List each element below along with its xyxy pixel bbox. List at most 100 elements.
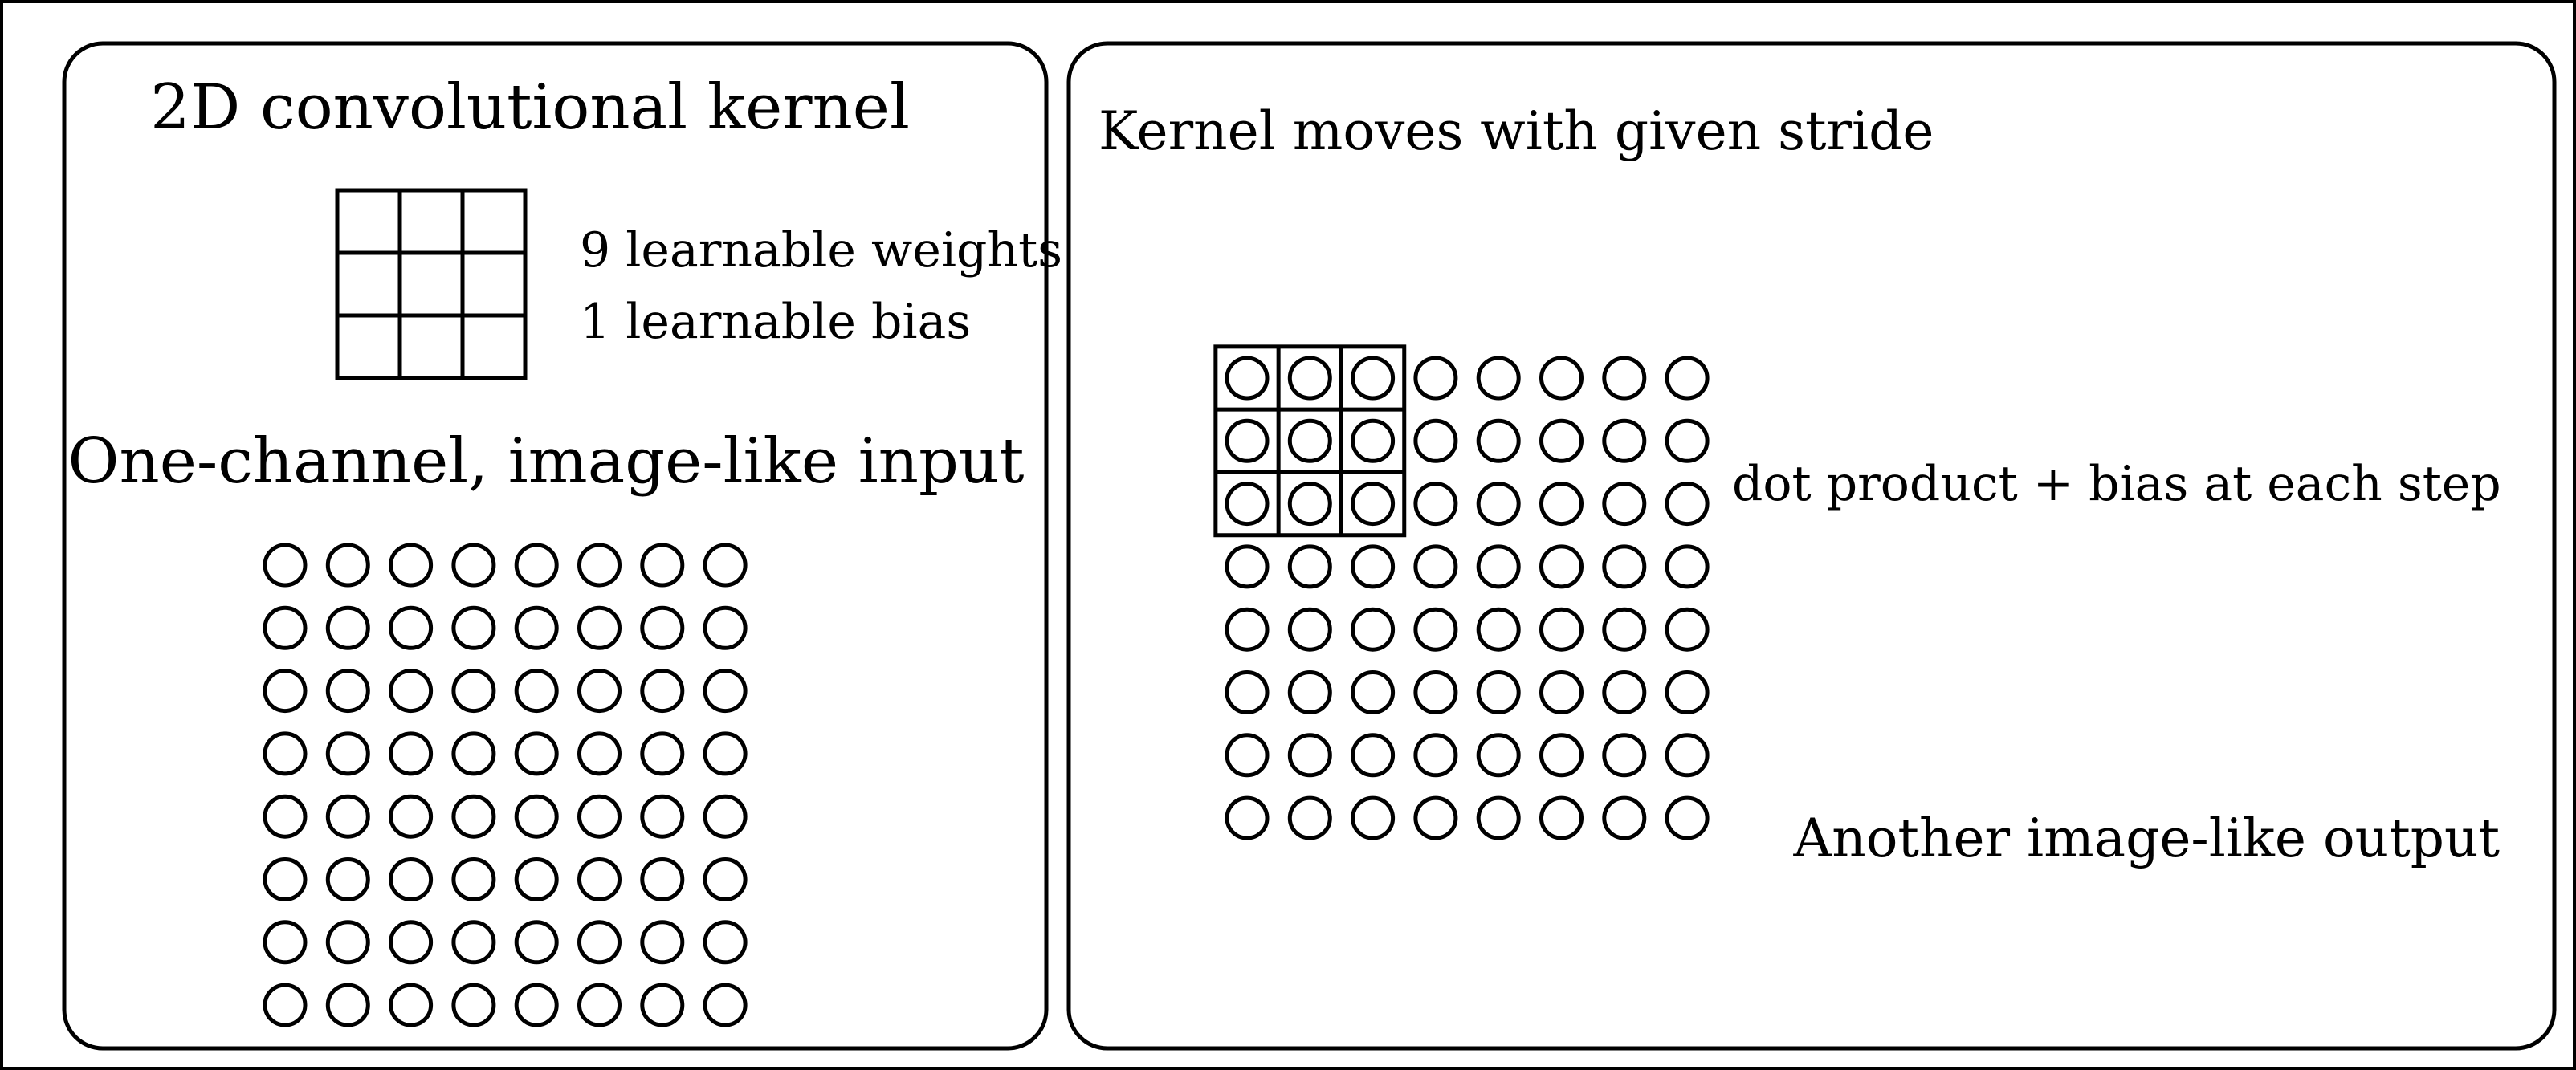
input-neuron bbox=[389, 920, 434, 965]
dot-product-label: dot product + bias at each step bbox=[1732, 456, 2501, 512]
input-neuron bbox=[1225, 670, 1270, 714]
input-neuron bbox=[325, 794, 370, 839]
input-neuron bbox=[451, 920, 496, 965]
right-panel bbox=[1066, 41, 2557, 1051]
input-neuron bbox=[389, 605, 434, 650]
input-neuron bbox=[640, 983, 685, 1027]
input-neuron bbox=[389, 794, 434, 839]
bias-label: 1 learnable bias bbox=[580, 294, 971, 350]
input-neuron bbox=[1602, 607, 1647, 652]
input-neuron bbox=[451, 794, 496, 839]
input-neuron bbox=[1539, 607, 1584, 652]
input-neuron bbox=[1351, 670, 1396, 714]
input-neuron bbox=[514, 605, 559, 650]
input-neuron bbox=[703, 669, 748, 714]
input-neuron bbox=[640, 543, 685, 588]
input-neuron bbox=[1476, 356, 1521, 401]
input-neuron bbox=[263, 857, 308, 901]
input-neuron bbox=[577, 669, 622, 714]
input-neuron bbox=[703, 983, 748, 1027]
input-neuron bbox=[1476, 733, 1521, 778]
input-neuron bbox=[1287, 795, 1332, 840]
input-neuron bbox=[451, 543, 496, 588]
input-neuron bbox=[703, 857, 748, 901]
input-neuron bbox=[1539, 795, 1584, 840]
input-neuron bbox=[1665, 482, 1710, 527]
input-neuron bbox=[263, 605, 308, 650]
input-neuron bbox=[1665, 795, 1710, 840]
stride-label: Kernel moves with given stride bbox=[1098, 100, 1934, 162]
input-neuron bbox=[1287, 670, 1332, 714]
strided-input-grid bbox=[1225, 356, 1710, 840]
input-neuron bbox=[1665, 356, 1710, 401]
input-neuron bbox=[325, 983, 370, 1027]
input-neuron bbox=[1413, 670, 1458, 714]
input-neuron bbox=[1287, 607, 1332, 652]
input-neuron bbox=[325, 857, 370, 901]
input-neuron bbox=[1602, 544, 1647, 589]
input-neuron bbox=[1225, 418, 1270, 463]
weights-label: 9 learnable weights bbox=[580, 222, 1062, 279]
input-neuron bbox=[1225, 607, 1270, 652]
input-neuron bbox=[451, 605, 496, 650]
input-neuron bbox=[640, 669, 685, 714]
input-neuron bbox=[1539, 482, 1584, 527]
input-neuron bbox=[703, 543, 748, 588]
kernel-overlay bbox=[1213, 344, 1407, 538]
input-neuron bbox=[514, 857, 559, 901]
input-neuron bbox=[1225, 482, 1270, 527]
kernel-title: 2D convolutional kernel bbox=[150, 71, 910, 144]
input-neuron bbox=[514, 920, 559, 965]
input-neuron bbox=[263, 920, 308, 965]
input-neuron bbox=[1539, 544, 1584, 589]
input-neuron bbox=[1287, 482, 1332, 527]
input-neuron bbox=[1539, 356, 1584, 401]
input-title: One-channel, image-like input bbox=[68, 425, 1025, 498]
input-neuron bbox=[325, 920, 370, 965]
left-panel bbox=[62, 41, 1049, 1051]
input-neuron bbox=[703, 920, 748, 965]
input-neuron bbox=[514, 669, 559, 714]
input-neuron bbox=[1413, 795, 1458, 840]
input-neuron bbox=[1351, 607, 1396, 652]
input-neuron bbox=[451, 731, 496, 776]
input-neuron bbox=[1225, 356, 1270, 401]
input-neuron bbox=[1476, 482, 1521, 527]
input-neuron bbox=[1539, 670, 1584, 714]
input-neuron bbox=[1225, 733, 1270, 778]
input-neuron bbox=[1665, 607, 1710, 652]
input-neuron bbox=[640, 605, 685, 650]
input-neuron bbox=[325, 669, 370, 714]
input-neuron bbox=[640, 920, 685, 965]
kernel-overlay-cell-border bbox=[1213, 344, 1407, 538]
input-neuron bbox=[263, 731, 308, 776]
input-neuron bbox=[1476, 544, 1521, 589]
input-neuron bbox=[703, 794, 748, 839]
input-neuron bbox=[325, 543, 370, 588]
input-neuron bbox=[1602, 733, 1647, 778]
input-neuron bbox=[1351, 418, 1396, 463]
input-neuron bbox=[514, 731, 559, 776]
input-neuron bbox=[1476, 670, 1521, 714]
input-neuron bbox=[577, 731, 622, 776]
input-neuron bbox=[389, 731, 434, 776]
kernel-grid bbox=[335, 188, 528, 380]
input-neuron bbox=[325, 605, 370, 650]
input-neuron bbox=[1351, 733, 1396, 778]
input-neuron bbox=[1413, 356, 1458, 401]
input-neuron bbox=[577, 543, 622, 588]
input-neuron bbox=[389, 857, 434, 901]
input-neuron bbox=[514, 983, 559, 1027]
input-neuron bbox=[1351, 544, 1396, 589]
input-neuron bbox=[1665, 670, 1710, 714]
input-neuron bbox=[325, 731, 370, 776]
input-neuron bbox=[640, 731, 685, 776]
input-neuron bbox=[703, 731, 748, 776]
input-neuron bbox=[1413, 607, 1458, 652]
input-neuron bbox=[1413, 482, 1458, 527]
input-neuron bbox=[640, 857, 685, 901]
input-neuron bbox=[1602, 670, 1647, 714]
input-neuron bbox=[1665, 544, 1710, 589]
input-neuron bbox=[1476, 795, 1521, 840]
